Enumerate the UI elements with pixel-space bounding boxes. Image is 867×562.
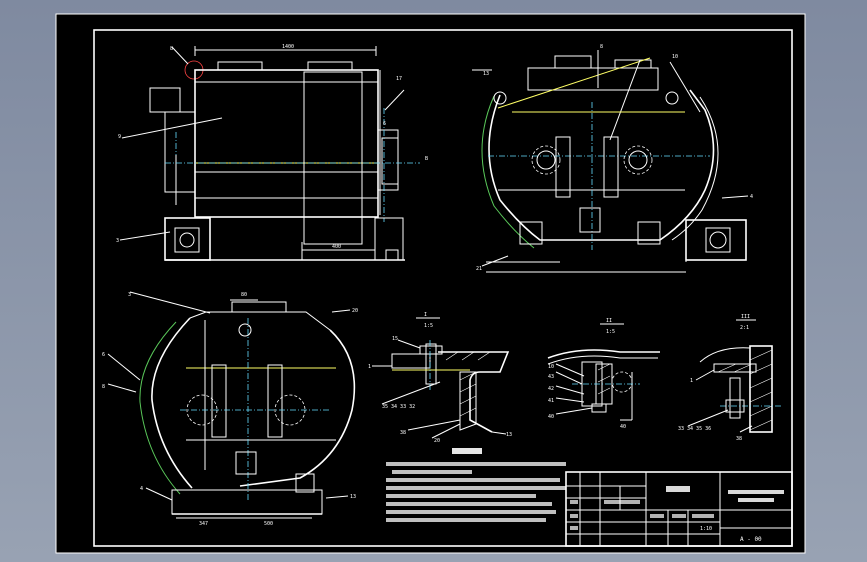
svg-text:3: 3 — [116, 238, 119, 244]
side-section-view: 13 8 — [472, 44, 753, 273]
svg-text:80: 80 — [241, 292, 247, 298]
detail-iii-mark: III — [741, 314, 750, 320]
inner-frame — [93, 29, 793, 547]
svg-text:41: 41 — [548, 398, 554, 404]
title-block: 1:10 A - 00 — [565, 471, 793, 547]
svg-text:400: 400 — [332, 244, 341, 250]
technical-notes — [386, 448, 566, 522]
detail-iii-scale: 2:1 — [740, 325, 749, 331]
svg-text:9: 9 — [118, 134, 121, 140]
svg-text:40: 40 — [620, 424, 626, 430]
svg-text:347: 347 — [199, 521, 208, 527]
svg-text:1400: 1400 — [282, 44, 294, 50]
svg-text:33 34 35 36: 33 34 35 36 — [678, 426, 711, 432]
end-section-view: 80 347 500 3 6 — [102, 291, 358, 527]
svg-text:6: 6 — [102, 352, 105, 358]
outer-frame — [55, 13, 806, 554]
detail-ii: II 1:5 10 43 42 41 40 — [547, 318, 660, 430]
svg-text:1:10: 1:10 — [700, 526, 712, 532]
svg-text:4: 4 — [140, 486, 143, 492]
sheet-number: A - 00 — [740, 536, 762, 543]
detail-ii-scale: 1:5 — [606, 329, 615, 335]
svg-text:13: 13 — [506, 432, 512, 438]
detail-iii: III 2:1 1 33 34 35 36 — [678, 314, 782, 442]
svg-text:35 34 33 32: 35 34 33 32 — [382, 404, 415, 410]
detail-i-mark: I — [424, 312, 427, 318]
svg-text:1: 1 — [368, 364, 371, 370]
svg-text:10: 10 — [672, 54, 678, 60]
detail-i-scale: 1:5 — [424, 323, 433, 329]
svg-text:20: 20 — [434, 438, 440, 444]
svg-text:4: 4 — [750, 194, 753, 200]
svg-text:8: 8 — [600, 44, 603, 50]
svg-text:43: 43 — [548, 374, 554, 380]
detail-ii-mark: II — [606, 318, 612, 324]
svg-text:38: 38 — [736, 436, 742, 442]
svg-text:13: 13 — [483, 71, 489, 77]
svg-text:38: 38 — [400, 430, 406, 436]
detail-i: I 1:5 1 15 35 34 33 32 — [368, 312, 512, 444]
front-view: 1400 8 B — [116, 44, 428, 261]
svg-text:42: 42 — [548, 386, 554, 392]
svg-text:10: 10 — [548, 364, 554, 370]
svg-text:40: 40 — [548, 414, 554, 420]
svg-text:6: 6 — [383, 121, 386, 127]
svg-text:500: 500 — [264, 521, 273, 527]
svg-text:3: 3 — [128, 292, 131, 298]
svg-text:1: 1 — [690, 378, 693, 384]
svg-text:21: 21 — [476, 266, 482, 272]
svg-text:8: 8 — [102, 384, 105, 390]
svg-text:17: 17 — [396, 76, 402, 82]
svg-text:15: 15 — [392, 336, 398, 342]
svg-text:13: 13 — [350, 494, 356, 500]
svg-text:8: 8 — [170, 46, 173, 52]
svg-text:20: 20 — [352, 308, 358, 314]
svg-text:B: B — [425, 156, 428, 162]
